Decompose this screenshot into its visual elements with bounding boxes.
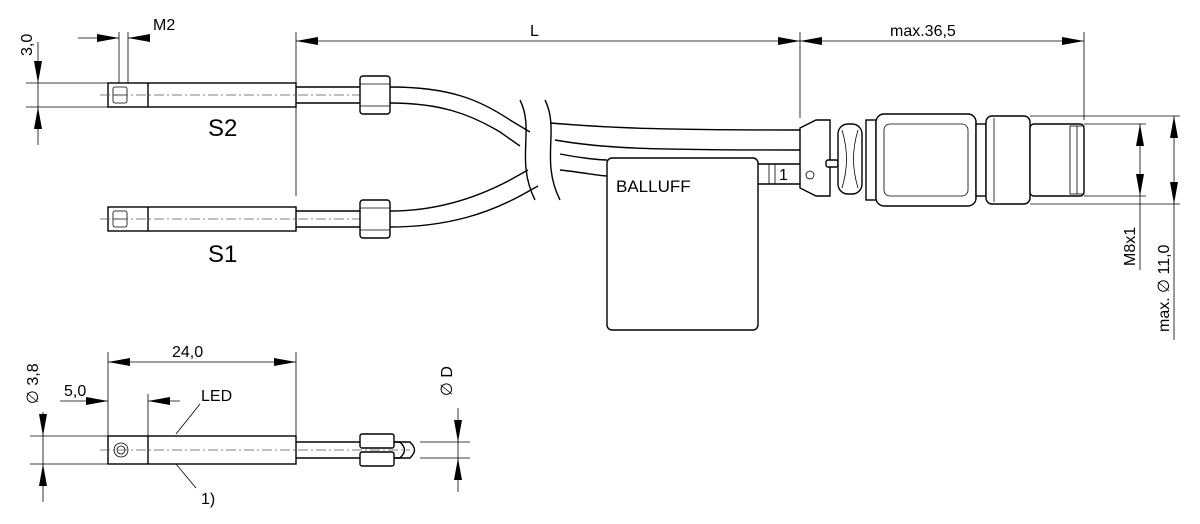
dim-l50-label: 5,0 (64, 383, 86, 400)
sensor-s2-ferrule (359, 75, 391, 115)
dim-h30-label: 3,0 (19, 34, 36, 56)
dim-m2-label: M2 (153, 17, 175, 34)
m8-connector (799, 113, 1085, 207)
dimension-24-0: 24,0 (107, 344, 297, 436)
connector-dot (805, 170, 815, 180)
dimension-3-8: ∅ 3,8 (25, 363, 108, 502)
main-cable (549, 122, 801, 185)
sensor-detail (100, 433, 416, 467)
dim-d38-label: ∅ 3,8 (25, 363, 42, 404)
dimension-max-36-5: max.36,5 (800, 23, 1085, 120)
dim-d-label: ∅ D (439, 366, 456, 396)
connector-thread (1029, 123, 1085, 197)
dim-max110-label: max. ∅ 11,0 (1156, 244, 1173, 332)
connector-rear (799, 119, 831, 197)
dim-l-label: L (530, 23, 539, 40)
dimension-m2: M2 (78, 17, 175, 83)
detail-ferrule-bottom (359, 451, 395, 467)
brand-label: BALLUFF (616, 177, 691, 196)
sensor-s1-label: S1 (208, 241, 237, 268)
connector-coupling (985, 115, 1031, 205)
dim-max365-label: max.36,5 (890, 23, 956, 40)
splitter-box: BALLUFF 1 (606, 157, 788, 331)
sensor-s1-ferrule (359, 199, 391, 239)
sensor-s2 (100, 75, 531, 147)
detail-ferrule-top (359, 433, 395, 449)
led-label: LED (201, 388, 232, 405)
dimension-3-0: 3,0 (19, 34, 108, 145)
connector-nut (875, 113, 977, 207)
dimension-5-0: 5,0 (60, 383, 180, 436)
dimension-d: ∅ D (420, 366, 470, 492)
led-callout: LED (175, 388, 232, 435)
pin-1-label: 1 (779, 167, 788, 184)
note-1-callout: 1) (175, 463, 215, 508)
cable-break (519, 99, 561, 201)
connector-grip (837, 123, 863, 195)
dimension-max-11-0: max. ∅ 11,0 (1030, 115, 1180, 340)
dimension-l: L (295, 23, 801, 196)
sensor-s1 (100, 169, 539, 239)
dimension-m8x1: M8x1 (1084, 123, 1146, 270)
dim-l240-label: 24,0 (172, 344, 203, 361)
splitter-housing (606, 157, 759, 331)
dim-m8x1-label: M8x1 (1122, 227, 1139, 266)
sensor-s2-label: S2 (208, 115, 237, 142)
note-1-label: 1) (201, 491, 215, 508)
